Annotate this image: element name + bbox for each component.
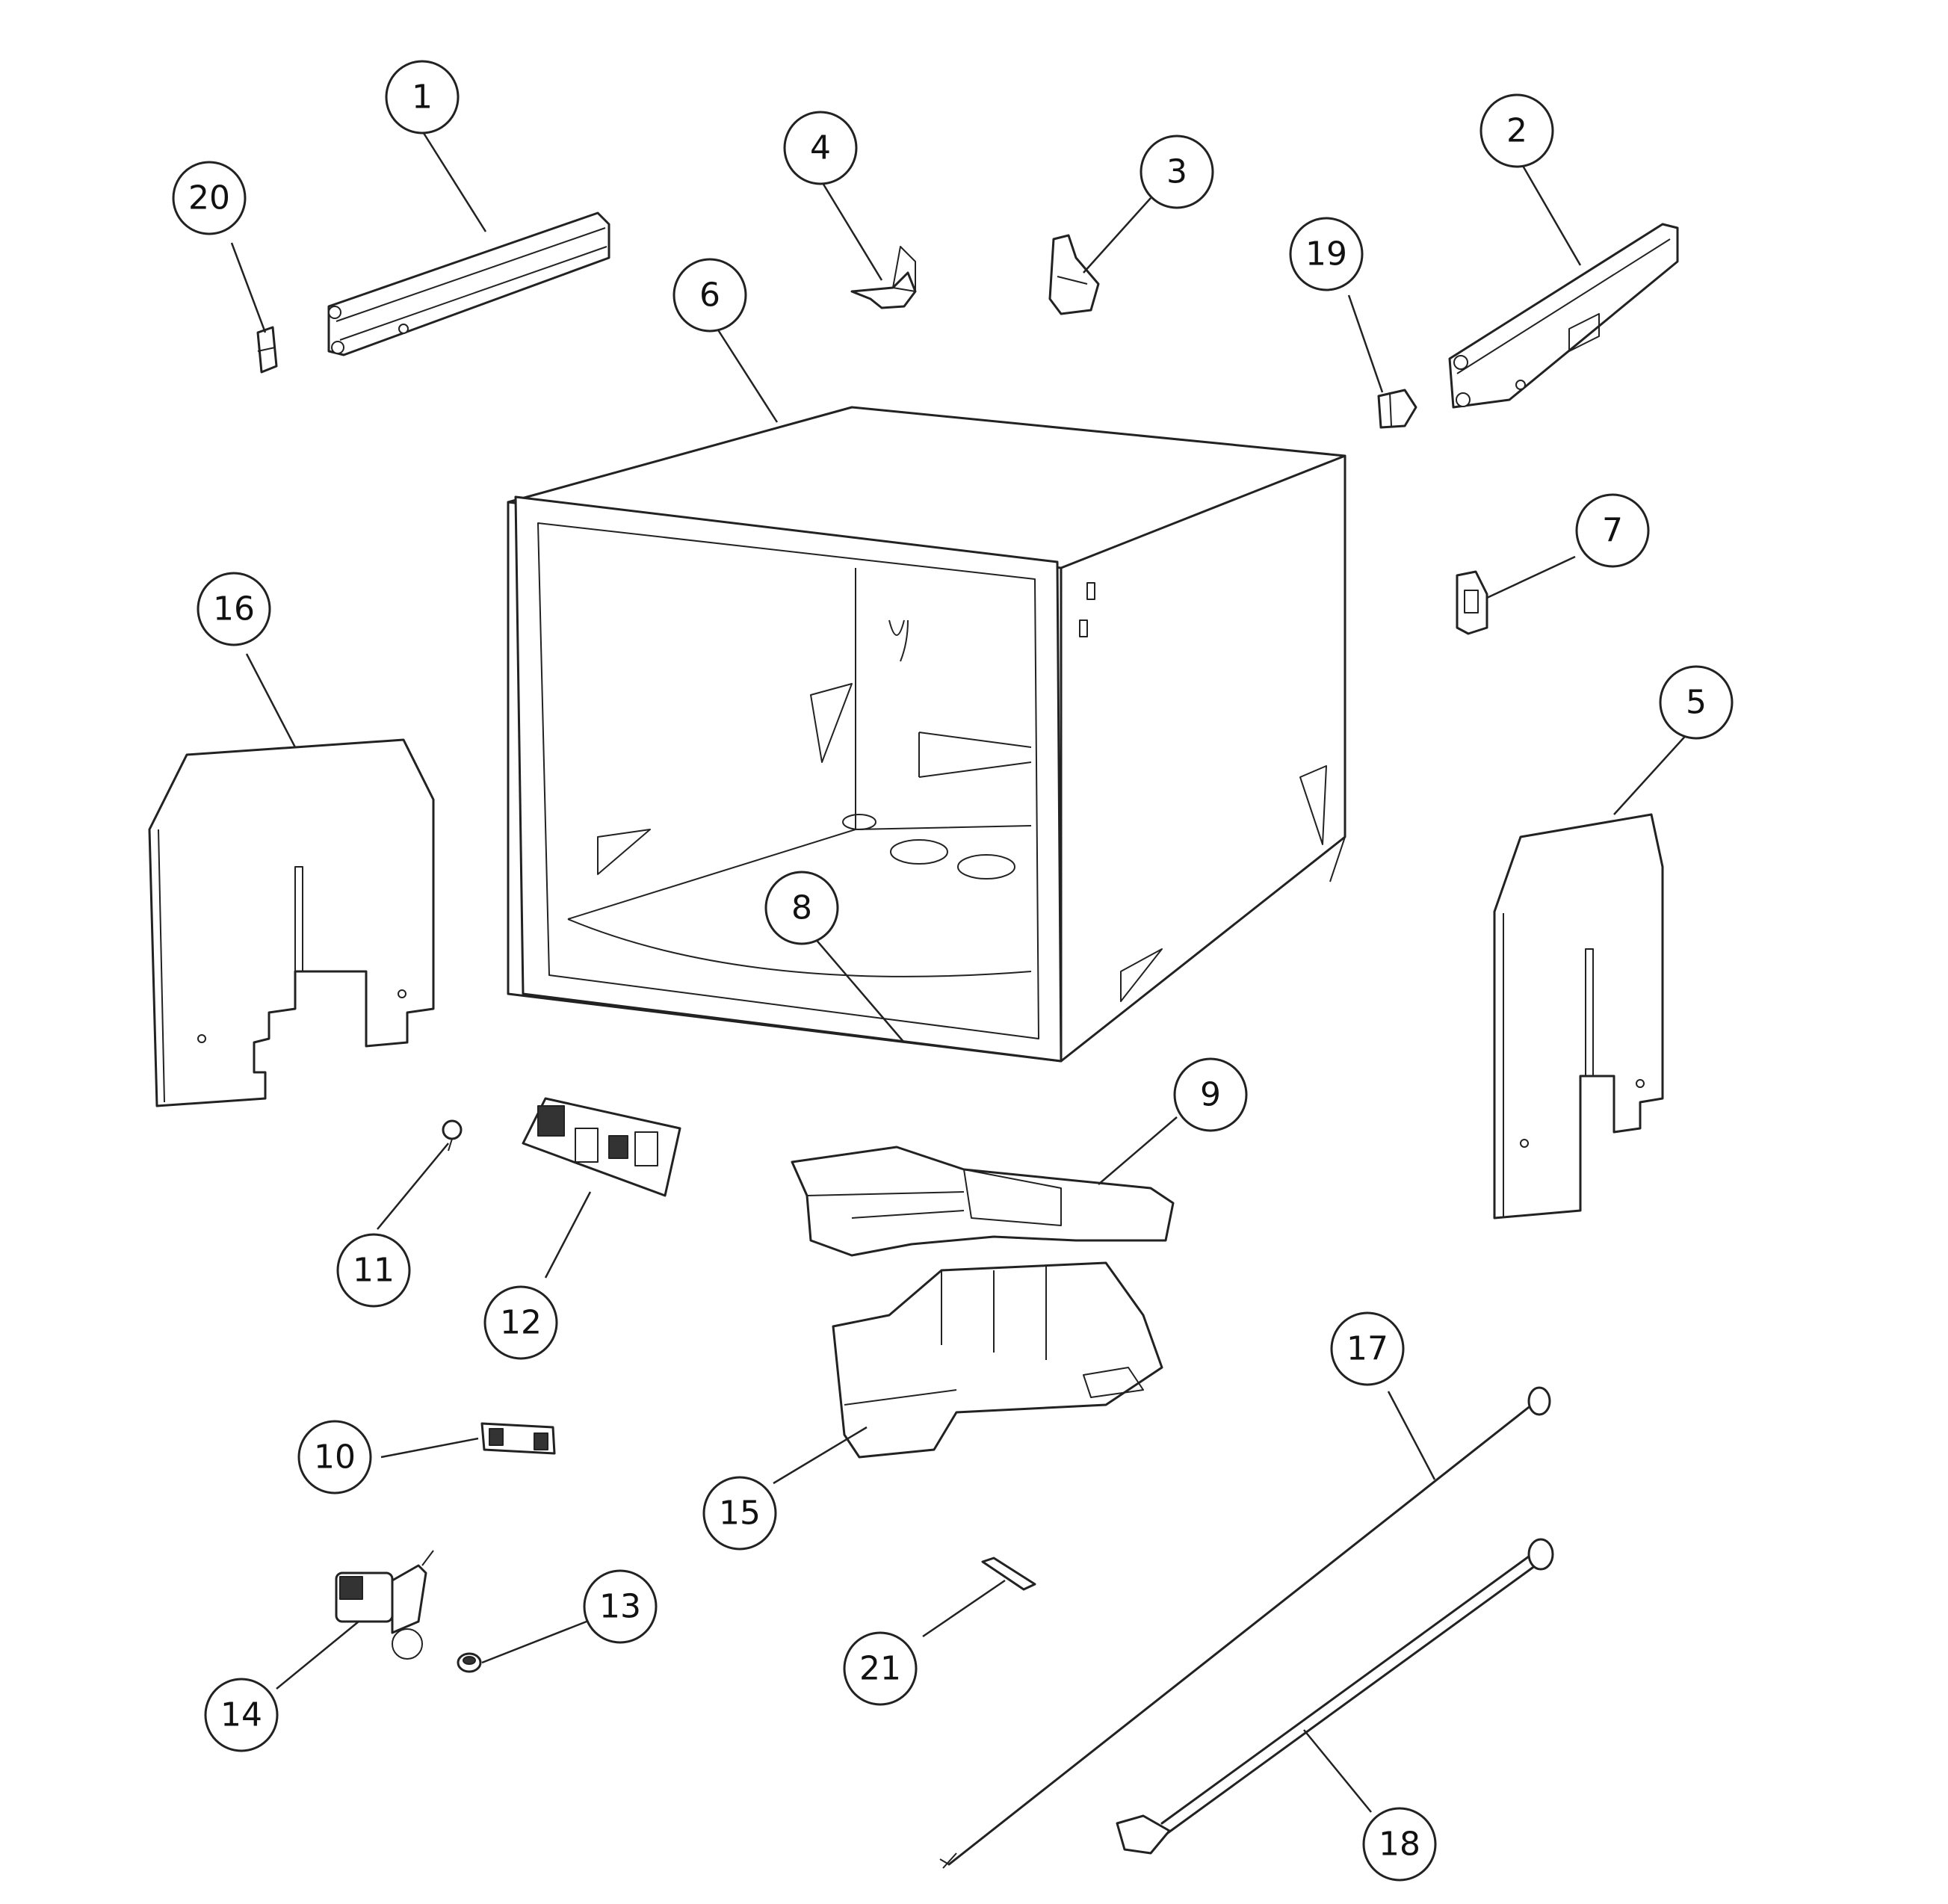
part-16-panel	[148, 738, 435, 1107]
callout-2: 2	[1479, 93, 1554, 168]
part-11-sensor	[442, 1119, 463, 1152]
callout-10: 10	[297, 1420, 372, 1495]
callout-15: 15	[702, 1476, 777, 1551]
part-6-tub	[507, 406, 1346, 1063]
callout-1: 1	[385, 60, 460, 135]
callout-21-label: 21	[859, 1650, 901, 1688]
callout-4-label: 4	[810, 129, 831, 167]
callout-4: 4	[783, 111, 858, 185]
callout-20: 20	[172, 161, 247, 235]
callout-17: 17	[1330, 1311, 1405, 1386]
callout-19: 19	[1289, 217, 1364, 291]
callout-16-label: 16	[213, 590, 255, 628]
part-12-board	[522, 1097, 681, 1197]
callout-3-label: 3	[1166, 153, 1187, 191]
callout-10-label: 10	[314, 1438, 356, 1477]
part-4-bracket	[850, 246, 917, 309]
part-13-cap	[457, 1652, 482, 1673]
callout-6: 6	[672, 258, 747, 333]
callout-20-label: 20	[188, 179, 230, 217]
callout-18: 18	[1362, 1807, 1437, 1882]
callout-12: 12	[483, 1285, 558, 1360]
part-21-clip	[981, 1557, 1036, 1591]
part-5-panel	[1493, 813, 1664, 1220]
callout-8: 8	[764, 871, 839, 945]
callout-19-label: 19	[1305, 235, 1347, 273]
callout-11-label: 11	[353, 1252, 395, 1290]
leader-lines	[230, 130, 1689, 1813]
callout-9-label: 9	[1200, 1076, 1221, 1114]
callout-7-label: 7	[1602, 512, 1623, 550]
part-2-rail	[1448, 223, 1679, 409]
part-18-hose	[1116, 1538, 1554, 1855]
callout-15-label: 15	[719, 1495, 761, 1533]
part-3-bracket	[1048, 234, 1100, 315]
callout-14: 14	[204, 1678, 279, 1752]
callout-21: 21	[843, 1631, 918, 1706]
callout-7: 7	[1575, 493, 1650, 568]
part-20-clip	[256, 326, 278, 374]
callout-5-label: 5	[1686, 684, 1707, 722]
part-7-switch	[1456, 570, 1488, 635]
callout-6-label: 6	[699, 276, 720, 315]
callout-13-label: 13	[599, 1588, 641, 1626]
part-9-sump	[791, 1146, 1175, 1257]
part-14-valve	[335, 1550, 434, 1660]
callout-5: 5	[1659, 665, 1734, 740]
callout-18-label: 18	[1379, 1826, 1420, 1864]
callout-1-label: 1	[412, 78, 433, 117]
callout-12-label: 12	[500, 1304, 542, 1342]
part-15-base	[832, 1261, 1163, 1459]
callout-14-label: 14	[220, 1696, 262, 1734]
callout-16: 16	[197, 572, 271, 646]
part-1-rail	[327, 211, 610, 356]
callout-17-label: 17	[1346, 1330, 1388, 1368]
part-19-clip	[1377, 389, 1417, 429]
part-17-harness	[939, 1386, 1551, 1869]
callout-13: 13	[583, 1569, 658, 1644]
callout-11: 11	[336, 1233, 411, 1308]
callout-3: 3	[1140, 135, 1214, 209]
callout-9: 9	[1173, 1057, 1248, 1132]
callout-8-label: 8	[791, 889, 812, 927]
callout-2-label: 2	[1506, 112, 1527, 150]
part-10-component	[480, 1422, 556, 1455]
